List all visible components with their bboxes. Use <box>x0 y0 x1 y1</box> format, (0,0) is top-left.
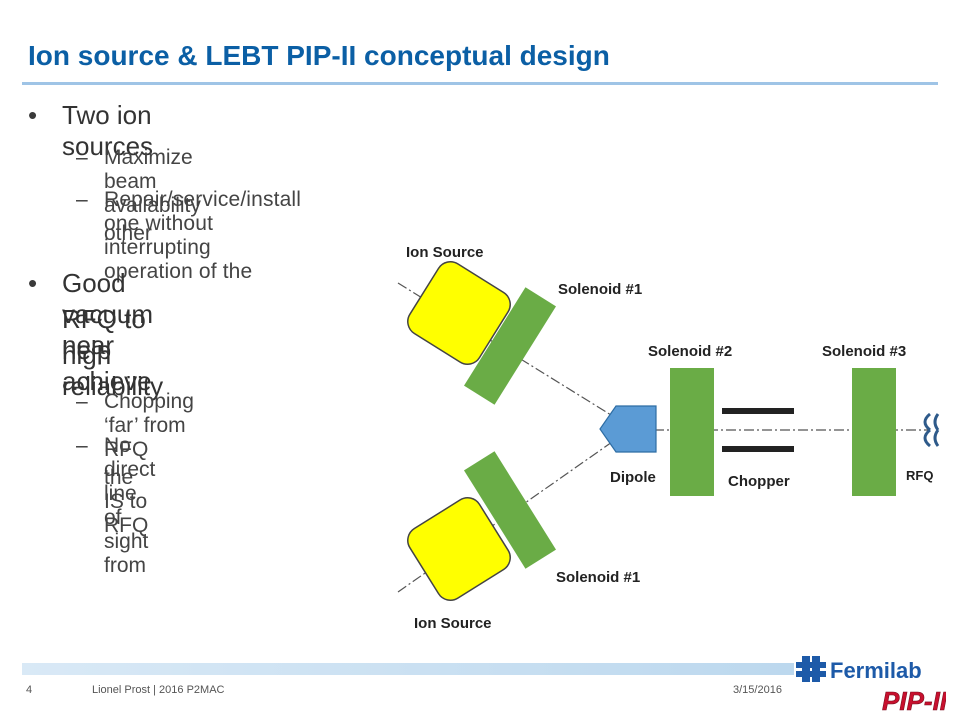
label-dipole: Dipole <box>610 469 656 486</box>
label-chopper: Chopper <box>728 473 790 490</box>
dash-glyph: – <box>76 434 88 457</box>
label-solenoid-3: Solenoid #3 <box>822 343 906 360</box>
solenoid-3 <box>852 368 896 496</box>
bullet-vacuum-line1: Good vacuum near <box>62 268 154 360</box>
label-ion-source-bottom: Ion Source <box>414 615 492 632</box>
bullet-vacuum-line3: high reliability <box>62 340 164 401</box>
footer-date: 3/15/2016 <box>733 684 782 696</box>
dash-glyph: – <box>76 146 88 169</box>
sub-bullet-line-of-sight-line2: the IS to RFQ <box>104 466 149 537</box>
dash-glyph: – <box>76 390 88 413</box>
label-solenoid-1-top: Solenoid #1 <box>558 281 642 298</box>
sub-bullet-chopping: Chopping ‘far’ from RFQ <box>104 390 194 461</box>
solenoid-1-top <box>463 287 557 405</box>
bullet-two-ion-sources: Two ion sources <box>62 100 154 161</box>
footer-bar <box>22 663 794 675</box>
chopper-plate-bottom <box>722 446 794 452</box>
logo-fermilab-text: Fermilab <box>830 658 922 683</box>
label-solenoid-2: Solenoid #2 <box>648 343 732 360</box>
fermilab-mark-icon <box>796 656 826 682</box>
fermilab-logo: Fermilab PIP-II <box>796 656 946 716</box>
slide-title: Ion source & LEBT PIP-II conceptual desi… <box>28 40 610 71</box>
dash-glyph: – <box>76 188 88 211</box>
solenoid-2 <box>670 368 714 496</box>
title-divider <box>22 82 938 85</box>
sub-bullet-repair-line2: other <box>104 222 152 245</box>
beam-line-bottom <box>397 427 633 593</box>
bullet-glyph: • <box>28 100 38 130</box>
rfq-icon <box>933 413 940 447</box>
bullet-glyph: • <box>28 268 38 298</box>
dipole <box>599 405 657 453</box>
sub-bullet-line-of-sight-line1: No direct line of sight from <box>104 434 156 577</box>
label-rfq: RFQ <box>906 468 933 483</box>
logo-pip-ii-text: PIP-II <box>882 686 946 716</box>
page-number: 4 <box>26 684 33 696</box>
label-solenoid-1-bottom: Solenoid #1 <box>556 569 640 586</box>
bullet-vacuum-line2: RFQ to help achieve <box>62 304 152 396</box>
footer-author: Lionel Prost | 2016 P2MAC <box>92 684 225 696</box>
sub-bullet-availability: Maximize beam availability <box>104 146 201 217</box>
solenoid-1-bottom <box>463 451 557 569</box>
rfq-icon <box>923 412 931 448</box>
ion-source-bottom <box>407 497 511 601</box>
ion-source-top <box>407 261 511 365</box>
sub-bullet-repair-line1: Repair/service/install one without inter… <box>104 188 302 283</box>
label-ion-source-top: Ion Source <box>406 244 484 261</box>
chopper-plate-top <box>722 408 794 414</box>
